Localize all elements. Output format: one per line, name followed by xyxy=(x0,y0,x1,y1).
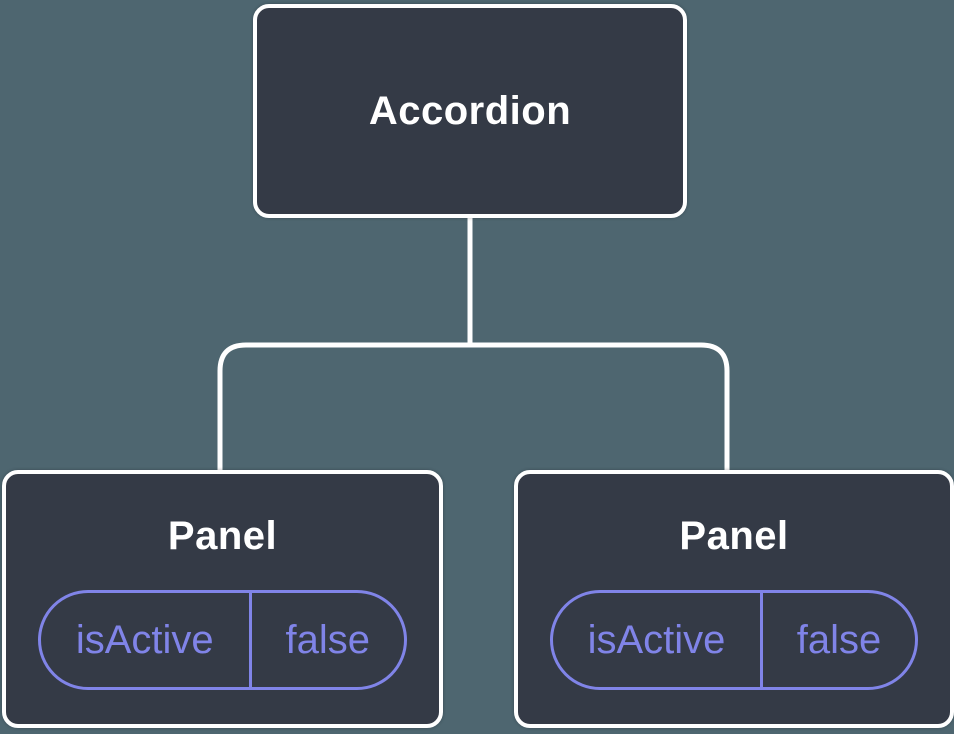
state-value-cell: false xyxy=(252,593,404,687)
state-key-label: isActive xyxy=(587,618,726,662)
state-pill: isActive false xyxy=(38,590,407,690)
panel-node-right: Panel isActive false xyxy=(514,470,954,728)
state-value-cell: false xyxy=(763,593,915,687)
state-key-cell: isActive xyxy=(41,593,252,687)
state-value-label: false xyxy=(796,618,882,662)
state-key-cell: isActive xyxy=(553,593,763,687)
branch-bracket xyxy=(217,342,730,480)
panel-node-left: Panel isActive false xyxy=(2,470,443,728)
state-value-label: false xyxy=(285,618,371,662)
state-pill: isActive false xyxy=(550,590,918,690)
panel-node-label: Panel xyxy=(167,514,278,558)
panel-node-label: Panel xyxy=(679,514,789,558)
state-key-label: isActive xyxy=(75,618,214,662)
accordion-node: Accordion xyxy=(253,4,687,218)
accordion-node-label: Accordion xyxy=(368,89,572,133)
